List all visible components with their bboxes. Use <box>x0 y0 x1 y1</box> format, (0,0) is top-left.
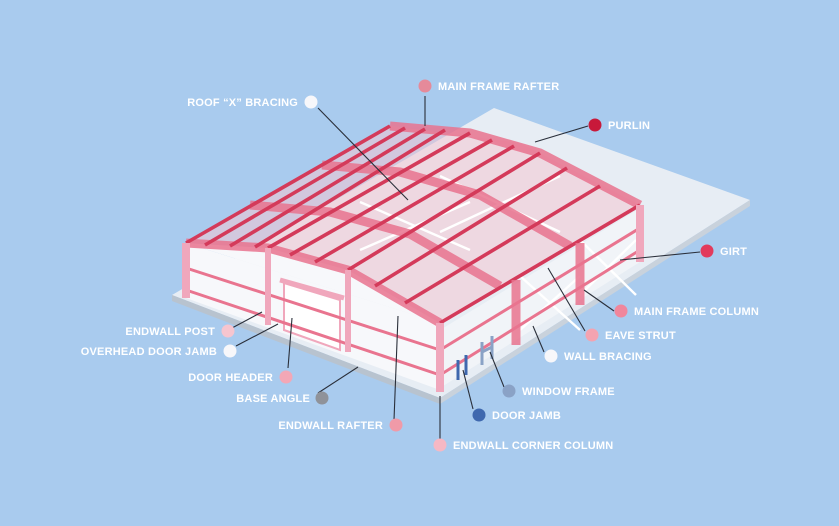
label-overhead-door-jamb: OVERHEAD DOOR JAMB <box>81 344 237 358</box>
label-eave-strut: EAVE STRUT <box>585 328 676 342</box>
main-frame-columns <box>511 243 585 345</box>
label-window-frame-text: WINDOW FRAME <box>522 386 615 398</box>
overhead-door <box>283 281 341 352</box>
label-purlin: PURLIN <box>588 118 650 132</box>
label-wall-bracing-dot <box>544 349 558 363</box>
window-frame-shape <box>480 336 494 365</box>
building-illustration <box>172 108 750 404</box>
label-endwall-post-dot <box>221 324 235 338</box>
label-main-frame-column-text: MAIN FRAME COLUMN <box>634 306 759 318</box>
label-overhead-door-jamb-text: OVERHEAD DOOR JAMB <box>81 346 217 358</box>
label-door-header-text: DOOR HEADER <box>188 372 273 384</box>
label-base-angle-text: BASE ANGLE <box>236 393 310 405</box>
side-girts <box>439 226 641 377</box>
label-endwall-corner-column-dot <box>433 438 447 452</box>
label-endwall-corner-column-text: ENDWALL CORNER COLUMN <box>453 440 613 452</box>
endwall-posts <box>265 248 351 352</box>
label-endwall-rafter: ENDWALL RAFTER <box>278 418 403 432</box>
endwall-gable <box>186 243 440 323</box>
label-base-angle: BASE ANGLE <box>236 391 329 405</box>
label-overhead-door-jamb-dot <box>223 344 237 358</box>
label-door-jamb-dot <box>472 408 486 422</box>
label-door-header: DOOR HEADER <box>188 370 293 384</box>
label-door-jamb: DOOR JAMB <box>472 408 561 422</box>
label-endwall-corner-column: ENDWALL CORNER COLUMN <box>433 438 613 452</box>
label-girt: GIRT <box>700 244 747 258</box>
label-endwall-post-text: ENDWALL POST <box>125 326 215 338</box>
label-purlin-dot <box>588 118 602 132</box>
label-window-frame-dot <box>502 384 516 398</box>
label-door-jamb-text: DOOR JAMB <box>492 410 561 422</box>
label-main-frame-rafter-dot <box>418 79 432 93</box>
label-window-frame: WINDOW FRAME <box>502 384 615 398</box>
label-endwall-rafter-dot <box>389 418 403 432</box>
label-eave-strut-dot <box>585 328 599 342</box>
wall-bracing-x <box>519 239 637 331</box>
floor-edge <box>172 295 440 404</box>
columns <box>182 205 644 392</box>
purlins <box>185 124 641 325</box>
label-wall-bracing: WALL BRACING <box>544 349 652 363</box>
leader-lines <box>231 96 701 440</box>
label-purlin-text: PURLIN <box>608 120 650 132</box>
label-main-frame-column: MAIN FRAME COLUMN <box>614 304 759 318</box>
label-endwall-post: ENDWALL POST <box>125 324 235 338</box>
label-endwall-rafter-text: ENDWALL RAFTER <box>278 420 383 432</box>
door-header-beam <box>279 277 345 301</box>
label-door-header-dot <box>279 370 293 384</box>
label-main-frame-column-dot <box>614 304 628 318</box>
door-jamb-shape <box>456 355 468 380</box>
label-girt-dot <box>700 244 714 258</box>
label-girt-text: GIRT <box>720 246 747 258</box>
floor-edge-right <box>440 200 750 404</box>
label-roof-x-bracing-text: ROOF “X” BRACING <box>187 97 298 109</box>
label-main-frame-rafter-text: MAIN FRAME RAFTER <box>438 81 559 93</box>
label-eave-strut-text: EAVE STRUT <box>605 330 676 342</box>
label-main-frame-rafter: MAIN FRAME RAFTER <box>418 79 559 93</box>
label-roof-x-bracing-dot <box>304 95 318 109</box>
label-wall-bracing-text: WALL BRACING <box>564 351 652 363</box>
label-roof-x-bracing: ROOF “X” BRACING <box>187 95 318 109</box>
label-base-angle-dot <box>315 391 329 405</box>
